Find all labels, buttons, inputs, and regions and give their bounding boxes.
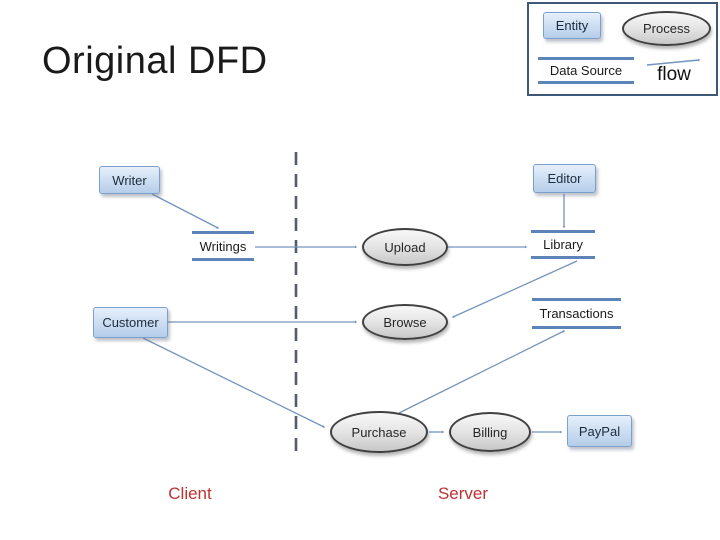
- legend-process-label: Process: [643, 21, 690, 36]
- process-browse: Browse: [362, 304, 448, 340]
- entity-writer-label: Writer: [112, 172, 147, 188]
- flow-purchase-to-transactions: [398, 331, 564, 414]
- slide-title: Original DFD: [42, 40, 268, 82]
- data-source-library: Library: [531, 230, 595, 259]
- flow-library-to-browse: [453, 260, 578, 317]
- legend-flow-arrow-icon: [646, 54, 707, 66]
- process-purchase: Purchase: [330, 411, 428, 453]
- entity-customer-label: Customer: [102, 315, 159, 330]
- legend-entity-sample: Entity: [543, 12, 601, 39]
- legend-process-sample: Process: [622, 11, 711, 46]
- data-source-writings-label: Writings: [199, 238, 247, 254]
- process-upload-label: Upload: [384, 239, 426, 255]
- entity-customer: Customer: [93, 307, 168, 338]
- entity-paypal: PayPal: [567, 415, 632, 447]
- flow-customer-to-purchase: [142, 337, 324, 427]
- data-source-library-label: Library: [543, 237, 583, 252]
- entity-editor: Editor: [533, 164, 596, 193]
- process-billing: Billing: [449, 412, 531, 452]
- legend-box: Entity Process Data Source flow: [527, 2, 718, 96]
- data-source-transactions: Transactions: [532, 298, 621, 329]
- data-source-writings: Writings: [192, 231, 254, 261]
- zone-label-server: Server: [437, 484, 489, 503]
- data-source-transactions-label: Transactions: [539, 306, 614, 321]
- legend-data-source-sample: Data Source: [538, 57, 634, 84]
- process-browse-label: Browse: [383, 314, 427, 330]
- process-purchase-label: Purchase: [351, 424, 407, 440]
- entity-writer: Writer: [99, 166, 160, 194]
- entity-editor-label: Editor: [547, 171, 582, 186]
- legend-entity-label: Entity: [555, 18, 589, 33]
- process-upload: Upload: [362, 228, 448, 266]
- legend-flow-label: flow: [657, 64, 691, 85]
- flow-writer-to-writings: [151, 193, 218, 228]
- entity-paypal-label: PayPal: [578, 423, 621, 439]
- zone-label-client: Client: [168, 484, 212, 503]
- process-billing-label: Billing: [472, 424, 508, 440]
- legend-data-source-label: Data Source: [549, 63, 623, 78]
